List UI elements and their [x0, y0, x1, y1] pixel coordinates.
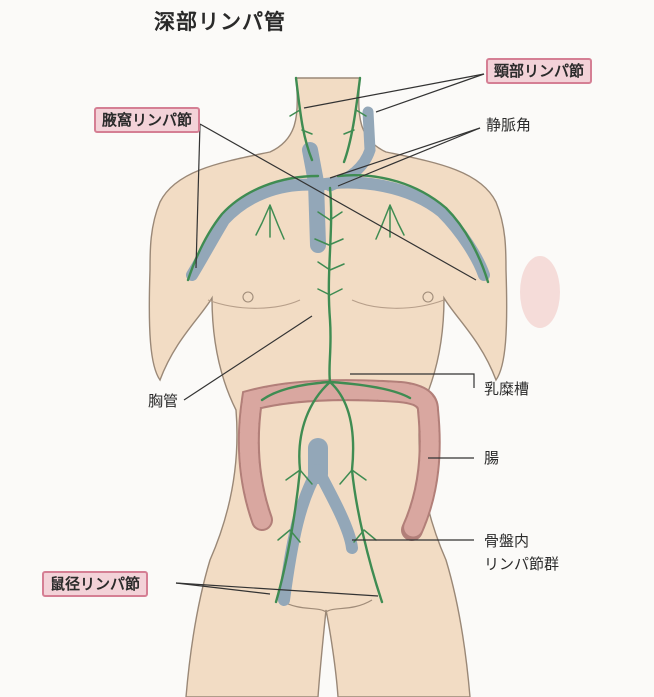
label-venous-angle: 静脈角: [486, 116, 531, 135]
label-pelvic-nodes-line1: 骨盤内: [484, 532, 529, 551]
label-neck-lymph-nodes: 頸部リンパ節: [486, 58, 592, 84]
label-inguinal-lymph-nodes: 鼠径リンパ節: [42, 571, 148, 597]
label-pelvic-nodes-line2: リンパ節群: [484, 555, 559, 574]
label-intestine: 腸: [484, 449, 499, 468]
label-cisterna-chyli: 乳糜槽: [484, 380, 529, 399]
label-thoracic-duct: 胸管: [148, 392, 178, 411]
page-title: 深部リンパ管: [154, 6, 286, 36]
label-axillary-lymph-nodes: 腋窩リンパ節: [94, 107, 200, 133]
shoulder-shade: [520, 256, 560, 328]
